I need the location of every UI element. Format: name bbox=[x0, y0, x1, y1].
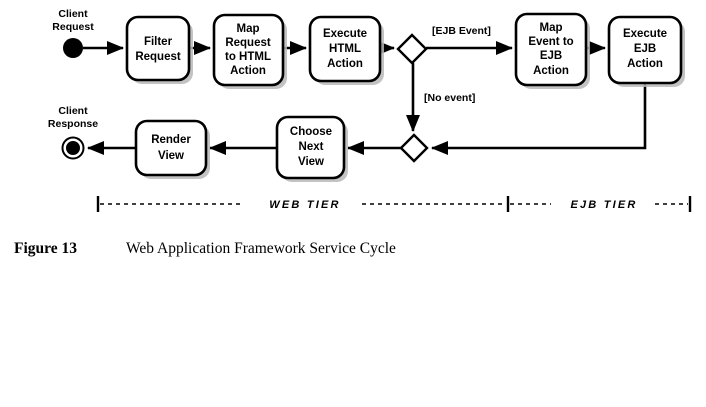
client-response-label-line2: Response bbox=[48, 118, 98, 130]
figure-caption-text: Web Application Framework Service Cycle bbox=[126, 240, 396, 257]
node-choose-next-view[interactable]: Choose Next View bbox=[275, 115, 348, 182]
node-label-line: View bbox=[298, 156, 324, 168]
node-label-line: Choose bbox=[290, 126, 332, 138]
initial-node-group: Client Request bbox=[52, 8, 94, 58]
node-label-line: Next bbox=[299, 141, 324, 153]
node-execute-ejb-action[interactable]: Execute EJB Action bbox=[607, 15, 685, 87]
figure-caption-label: Figure 13 bbox=[14, 240, 77, 257]
node-label-line: to HTML bbox=[225, 51, 271, 63]
edge-execute-ejb-to-merge bbox=[430, 83, 647, 156]
node-render-view[interactable]: Render View bbox=[134, 119, 210, 179]
tier-bar: WEB TIER EJB TIER bbox=[96, 196, 692, 212]
activity-diagram: Client Request Client Response Filter Re… bbox=[48, 8, 692, 212]
node-label-line: HTML bbox=[329, 43, 361, 55]
node-label-line: Action bbox=[627, 58, 663, 70]
node-label-line: Execute bbox=[623, 28, 667, 40]
node-outline bbox=[607, 15, 683, 85]
node-map-request-to-html-action[interactable]: Map Request to HTML Action bbox=[212, 13, 287, 89]
final-node-group: Client Response bbox=[48, 105, 98, 160]
tier-label-ejb: EJB TIER bbox=[570, 199, 637, 211]
node-label-line: View bbox=[158, 150, 184, 162]
node-label-line: Event to bbox=[528, 36, 573, 48]
node-label-line: Map bbox=[237, 23, 260, 35]
figure-caption: Figure 13 Web Application Framework Servi… bbox=[14, 240, 694, 258]
node-outline bbox=[275, 115, 346, 180]
node-map-event-to-ejb-action[interactable]: Map Event to EJB Action bbox=[514, 12, 590, 89]
node-filter-request[interactable]: Filter Request bbox=[125, 15, 193, 84]
node-label-line: Render bbox=[151, 134, 191, 146]
node-label-line: Request bbox=[135, 51, 181, 63]
node-label-line: Map bbox=[540, 22, 563, 34]
client-request-label-line2: Request bbox=[52, 21, 94, 33]
node-outline bbox=[514, 12, 588, 87]
client-response-label-line1: Client bbox=[58, 105, 88, 117]
node-label-line: Action bbox=[533, 65, 569, 77]
initial-node-icon bbox=[63, 38, 83, 58]
node-outline bbox=[125, 15, 191, 82]
merge-diamond-junction[interactable] bbox=[399, 133, 429, 163]
node-label-line: EJB bbox=[634, 43, 656, 55]
node-label-line: Execute bbox=[323, 28, 367, 40]
node-label-line: Request bbox=[225, 37, 271, 49]
node-outline bbox=[134, 119, 208, 177]
node-label-line: Filter bbox=[144, 36, 173, 48]
tier-label-web: WEB TIER bbox=[269, 199, 340, 211]
decision-diamond-event[interactable] bbox=[396, 33, 428, 65]
guard-label-no-event: [No event] bbox=[424, 92, 475, 104]
final-node-core-icon bbox=[66, 141, 80, 155]
client-request-label-line1: Client bbox=[58, 8, 88, 20]
node-outline bbox=[308, 15, 382, 83]
guard-label-ejb-event: [EJB Event] bbox=[432, 25, 491, 37]
node-label-line: EJB bbox=[540, 50, 562, 62]
node-execute-html-action[interactable]: Execute HTML Action bbox=[308, 15, 384, 85]
node-label-line: Action bbox=[230, 65, 266, 77]
node-label-line: Action bbox=[327, 58, 363, 70]
node-outline bbox=[212, 13, 285, 87]
